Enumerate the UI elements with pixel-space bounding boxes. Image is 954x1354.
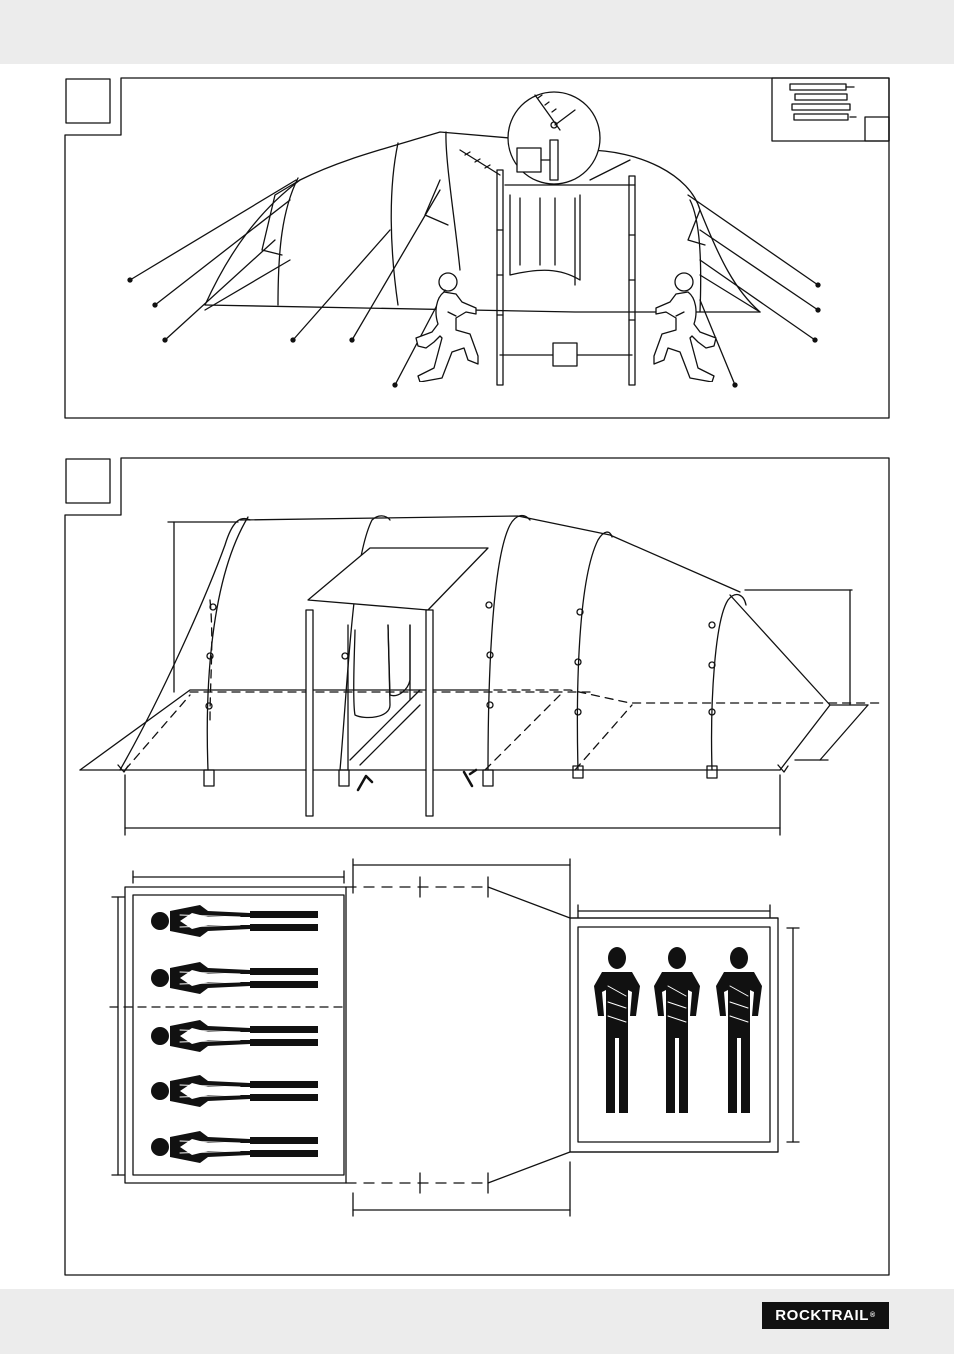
canopy-poles — [496, 169, 636, 386]
brand-logo-text: ROCKTRAIL — [775, 1307, 869, 1324]
tent-side-view — [79, 514, 881, 836]
tent-front-view — [127, 131, 821, 388]
sleeper-3 — [150, 1019, 319, 1053]
floor-plan — [109, 858, 800, 1217]
step-box-dimensions — [65, 458, 111, 504]
sleeper-4 — [150, 1074, 319, 1108]
sleeper-2 — [150, 961, 319, 995]
standing-person-1 — [593, 946, 641, 1114]
sleeper-5 — [150, 1130, 319, 1164]
registered-mark: ® — [869, 1312, 876, 1319]
parts-inset — [771, 77, 890, 142]
figure-assembly — [64, 77, 890, 419]
standing-person-3 — [715, 946, 763, 1114]
top-margin-band — [0, 0, 954, 64]
step-box-assembly — [65, 78, 111, 124]
pole-detail-callout — [507, 91, 601, 185]
sleeper-1 — [150, 904, 319, 938]
standing-person-2 — [653, 946, 701, 1114]
figure-dimensions — [64, 457, 890, 1276]
brand-logo: ROCKTRAIL® — [762, 1302, 889, 1329]
person-kneeling-right — [653, 272, 717, 382]
